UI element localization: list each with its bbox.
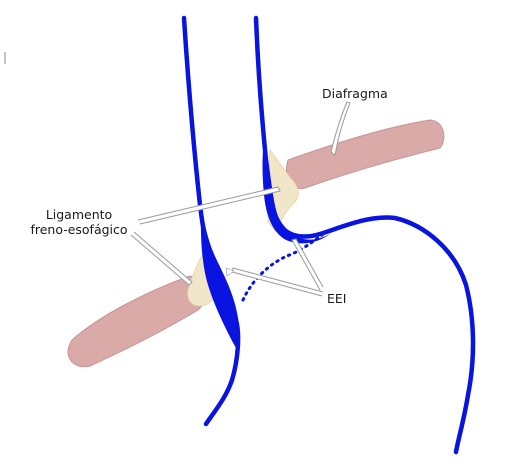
label-eei: EEI [327, 291, 347, 306]
label-ligamento-line2: freno-esofágico [30, 222, 128, 237]
diaphragm-right-band [286, 119, 445, 190]
eei-leader-upper [291, 238, 324, 291]
esophagus-left-wall [181, 15, 241, 427]
sphincter-arrowhead-marker [225, 267, 235, 277]
diaphragm-left-band [67, 275, 206, 368]
cardia-dotted-line [241, 233, 324, 302]
label-ligamento-freno-esofagico: Ligamento freno-esofágico [14, 207, 144, 237]
ligament-leader-upper [137, 186, 281, 225]
diafragma-leader [330, 101, 351, 156]
eei-leader-lower [231, 267, 324, 297]
ligament-leader-lower [130, 231, 193, 286]
esophagus-left-sphincter-thickening [200, 205, 240, 348]
label-diafragma: Diafragma [322, 86, 388, 101]
label-ligamento-line1: Ligamento [45, 207, 113, 222]
